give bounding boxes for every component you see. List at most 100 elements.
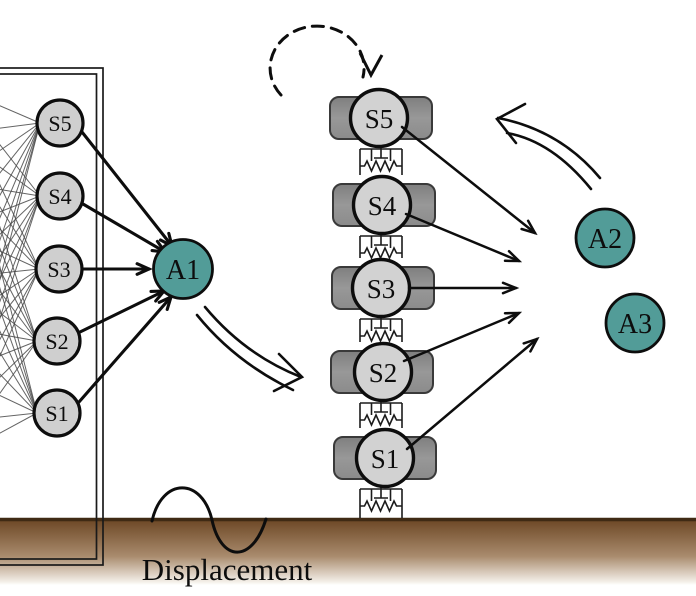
mesh-line <box>0 333 38 342</box>
floor-s4: S4 <box>332 174 436 236</box>
sensor-mesh-lines <box>0 105 41 434</box>
mesh-line <box>0 308 38 414</box>
mesh-line <box>0 247 38 342</box>
mesh-line <box>0 195 41 235</box>
mesh-line <box>0 268 40 296</box>
mesh-line <box>0 340 38 378</box>
mesh-line <box>0 188 41 197</box>
aggregator-node-a2 <box>574 207 636 269</box>
self-loop-dashed-arc <box>268 24 366 97</box>
sensor-network-box <box>0 67 104 566</box>
aggregator-label-a1: A1 <box>166 255 200 286</box>
sensor-label: S4 <box>48 184 71 209</box>
mesh-line <box>0 122 41 152</box>
box-outer-border <box>0 67 104 566</box>
mesh-line <box>0 206 40 270</box>
mesh-line <box>0 265 38 414</box>
mesh-line <box>0 340 38 357</box>
mesh-line <box>0 195 41 213</box>
floor-label: S5 <box>365 104 394 134</box>
aggregator-label-a3: A3 <box>618 309 652 340</box>
mesh-line <box>0 122 41 129</box>
floor-node-s4 <box>351 174 413 236</box>
arrow <box>77 294 174 404</box>
floor-label: S2 <box>369 358 398 388</box>
mesh-line <box>0 290 38 342</box>
mesh-line <box>0 195 41 280</box>
arrowhead <box>272 352 305 393</box>
mesh-line <box>0 268 40 318</box>
mesh-line <box>0 312 38 342</box>
floor-node-s5 <box>348 87 410 149</box>
mesh-line <box>0 268 40 341</box>
sensor-node-s2 <box>32 316 82 366</box>
sensor-label: S5 <box>48 111 71 136</box>
floor-s2: S2 <box>330 341 434 403</box>
mesh-line <box>0 412 38 418</box>
aggregator-node-a3 <box>604 292 666 354</box>
mesh-line <box>0 122 41 281</box>
mesh-line <box>0 122 41 174</box>
mesh-line <box>0 122 41 264</box>
arrow <box>78 289 168 334</box>
inter-story-spring-damper <box>359 397 403 428</box>
arrow <box>407 281 520 295</box>
mesh-line <box>0 122 41 197</box>
mesh-line <box>0 166 41 197</box>
mesh-line <box>0 286 38 414</box>
floor-label: S3 <box>367 274 396 304</box>
curved-arrow-a1-to-structure <box>195 305 305 393</box>
arrow <box>402 311 523 363</box>
left-sensor-labels: S5 S4 S3 S2 S1 <box>45 111 71 426</box>
arrow <box>400 125 538 236</box>
inter-story-spring-damper <box>359 230 403 260</box>
sensor-label: S2 <box>45 329 68 354</box>
arrow <box>404 212 523 263</box>
floor-s5: S5 <box>329 87 433 149</box>
mesh-line <box>0 195 41 258</box>
mesh-line <box>0 122 41 219</box>
mesh-line <box>0 144 41 197</box>
arrowhead <box>358 52 384 79</box>
mesh-line <box>0 122 41 242</box>
floor-label: S1 <box>371 444 400 474</box>
mesh-line <box>0 412 38 434</box>
inter-story-spring-damper <box>359 313 403 343</box>
mesh-line <box>0 250 40 270</box>
sensor-node-s4 <box>35 171 85 221</box>
inter-story-spring-damper <box>359 143 403 175</box>
mesh-line <box>0 351 38 414</box>
arrow <box>81 202 169 254</box>
floor-label: S4 <box>368 191 397 221</box>
mesh-line <box>0 373 38 414</box>
mesh-line <box>0 268 40 357</box>
mesh-line <box>0 330 38 414</box>
displacement-label: Displacement <box>142 552 313 587</box>
floor-node-s1 <box>354 427 416 489</box>
arrow <box>80 262 153 276</box>
sensor-label: S1 <box>45 401 68 426</box>
mesh-line <box>0 105 41 124</box>
mesh-line <box>0 268 40 274</box>
box-inner-border <box>0 73 98 560</box>
curved-arrow-a2-to-structure <box>495 102 602 191</box>
ground <box>0 517 696 585</box>
mesh-line <box>0 195 41 303</box>
spring-damper-connectors <box>359 143 403 518</box>
left-sensor-nodes <box>32 98 85 438</box>
aggregator-label-a2: A2 <box>588 224 622 255</box>
mesh-line <box>0 183 40 270</box>
floor-node-s2 <box>352 341 414 403</box>
self-loop-arrow <box>268 24 384 97</box>
arrowhead <box>495 102 527 145</box>
ground-gradient <box>0 521 696 585</box>
aggregator-node-a1 <box>152 238 214 300</box>
mesh-line <box>0 269 38 342</box>
mesh-line <box>0 395 38 414</box>
inter-story-spring-damper <box>359 483 403 518</box>
floor-s3: S3 <box>331 257 435 319</box>
sensor-node-s5 <box>35 98 85 148</box>
mesh-line <box>0 228 40 270</box>
